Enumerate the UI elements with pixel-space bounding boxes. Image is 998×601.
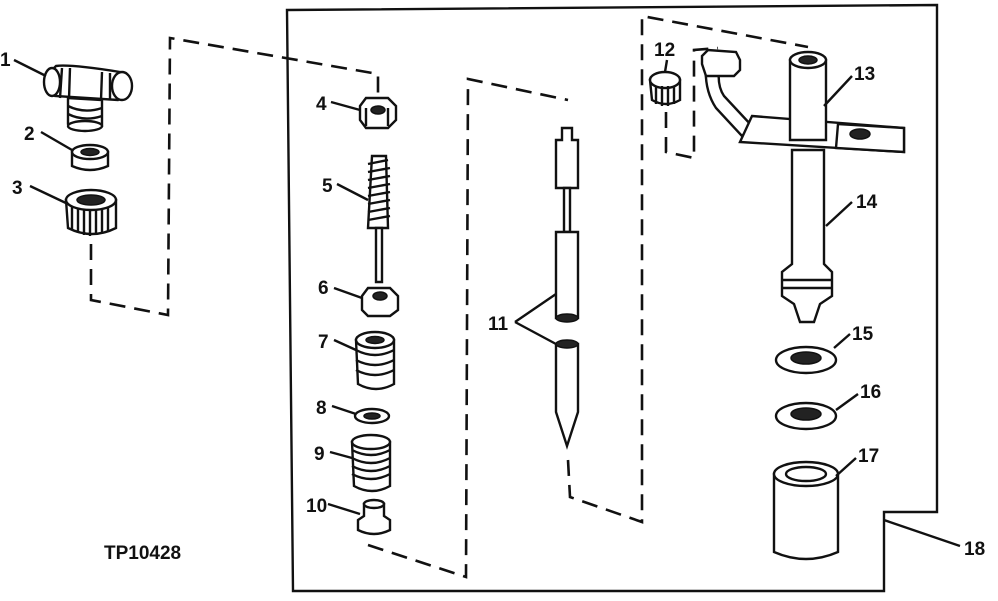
lock-nut-part [360, 286, 400, 318]
callout-16: 16 [860, 382, 881, 403]
callout-11: 11 [488, 314, 509, 335]
callout-1: 1 [0, 50, 11, 71]
callout-4: 4 [316, 94, 327, 115]
callout-7: 7 [318, 332, 329, 353]
callout-6: 6 [318, 278, 329, 299]
callout-13: 13 [854, 64, 875, 85]
callout-12: 12 [654, 40, 675, 61]
callout-18: 18 [964, 539, 985, 560]
callout-5: 5 [322, 176, 333, 197]
kit-boundary-outline [285, 3, 939, 593]
callout-8: 8 [316, 398, 327, 419]
assembly-line-rod [566, 14, 809, 524]
callout-2: 2 [24, 124, 35, 145]
leader-lines [13, 58, 961, 548]
callout-17: 17 [858, 446, 879, 467]
washer-part [353, 407, 391, 425]
assembly-line-nozzle-kit [367, 77, 569, 579]
valve-rod-part [554, 126, 580, 450]
adjusting-screw-part [366, 154, 391, 284]
spring-part [350, 433, 392, 493]
assembly-line-cap [664, 46, 719, 160]
callout-10: 10 [306, 496, 327, 517]
nozzle-body-part [700, 48, 906, 324]
assembly-line-fitting [89, 36, 380, 317]
callout-9: 9 [314, 444, 325, 465]
callout-14: 14 [856, 192, 878, 213]
threaded-cap-part [354, 330, 396, 391]
dust-seal-part [772, 460, 840, 561]
seal-washer-part [774, 401, 838, 431]
tee-fitting-part [42, 64, 134, 133]
figure-code: TP10428 [104, 543, 181, 564]
spring-seat-part [356, 498, 392, 536]
callout-15: 15 [852, 324, 874, 345]
cap-part [648, 70, 682, 106]
hex-nut-part [358, 96, 398, 130]
callout-3: 3 [12, 178, 23, 199]
knurled-nut-part [64, 188, 118, 236]
copper-washer-part [774, 345, 838, 375]
sleeve-part [70, 143, 110, 172]
